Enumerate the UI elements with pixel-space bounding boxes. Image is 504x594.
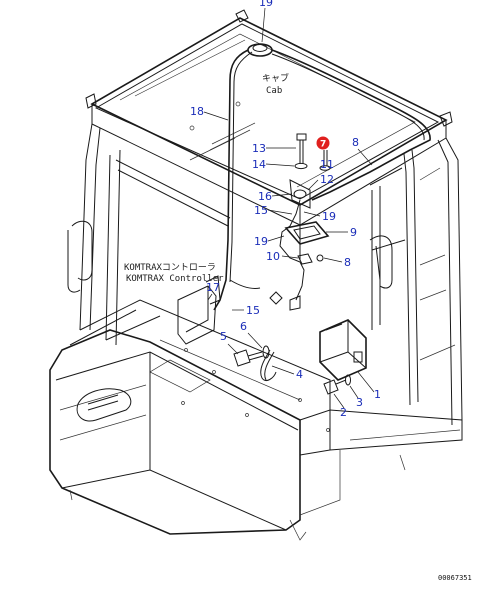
bolt-7-highlighted <box>323 150 328 166</box>
bolt-2 <box>323 379 347 395</box>
callout-19-lower[interactable]: 19 <box>254 235 268 248</box>
callout-5[interactable]: 5 <box>220 330 227 343</box>
callout-15-lower[interactable]: 15 <box>246 304 260 317</box>
callout-8-upper[interactable]: 8 <box>352 136 359 149</box>
callout-15-upper[interactable]: 15 <box>254 204 268 217</box>
bracket-12 <box>289 179 311 209</box>
callout-6[interactable]: 6 <box>240 320 247 333</box>
drawing-code: 00067351 <box>438 574 472 582</box>
callout-4[interactable]: 4 <box>296 368 303 381</box>
nut-11 <box>319 165 331 171</box>
clip-15b <box>269 291 301 311</box>
controller-mount-17 <box>177 275 221 345</box>
callout-7-marker[interactable] <box>316 136 330 150</box>
connector-9 <box>284 221 330 245</box>
washer-3 <box>345 374 351 386</box>
callout-1[interactable]: 1 <box>374 388 381 401</box>
callout-19-right[interactable]: 19 <box>322 210 336 223</box>
callout-18[interactable]: 18 <box>190 105 204 118</box>
callout-11[interactable]: 11 <box>320 158 334 171</box>
callout-19-top[interactable]: 19 <box>259 0 273 9</box>
callout-17[interactable]: 17 <box>206 281 220 294</box>
clamp-10 <box>297 253 324 265</box>
callout-13[interactable]: 13 <box>252 142 266 155</box>
callouts: 19 18 13 7 8 14 11 12 16 15 19 9 19 <box>190 0 381 419</box>
harness-4 <box>260 349 277 381</box>
callout-7[interactable]: 7 <box>320 140 326 150</box>
bolt-13 <box>296 133 307 164</box>
callout-2[interactable]: 2 <box>340 406 347 419</box>
bolt-5 <box>233 349 264 367</box>
callout-14[interactable]: 14 <box>252 158 266 171</box>
controller-label-jp: KOMTRAXコントローラ <box>124 262 216 273</box>
callout-10[interactable]: 10 <box>266 250 280 263</box>
callout-9[interactable]: 9 <box>350 226 357 239</box>
callout-8-lower[interactable]: 8 <box>344 256 351 269</box>
komtrax-controller-1 <box>319 319 367 381</box>
washer-14 <box>294 162 308 170</box>
cab-frame <box>49 9 463 541</box>
callout-16[interactable]: 16 <box>258 190 272 203</box>
callout-3[interactable]: 3 <box>356 396 363 409</box>
callout-12[interactable]: 12 <box>320 173 334 186</box>
antenna-icon <box>247 43 273 57</box>
wiring-harness <box>213 43 431 311</box>
controller-label-en: KOMTRAX Controller <box>126 274 224 284</box>
cab-label-en: Cab <box>266 86 282 96</box>
cab-label-jp: キャブ <box>262 72 289 84</box>
